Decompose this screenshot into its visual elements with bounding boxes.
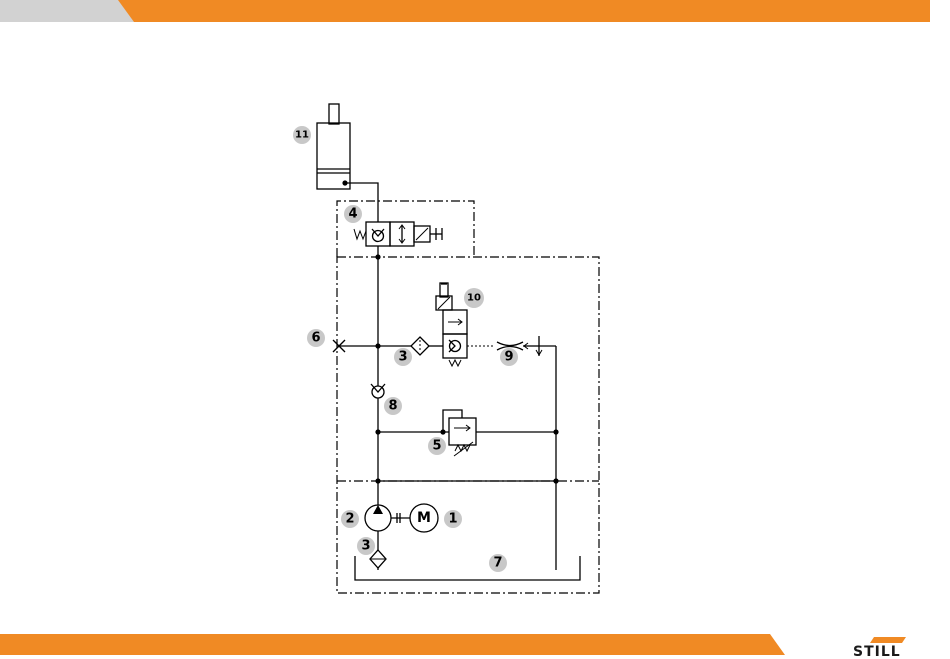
svg-text:4: 4	[348, 207, 357, 222]
line-filter-symbol	[411, 337, 429, 355]
svg-text:5: 5	[432, 439, 441, 454]
control-block-boundary	[337, 257, 599, 593]
label-pump: 2	[341, 510, 359, 528]
label-line-filter: 3	[394, 348, 412, 366]
tank-symbol	[355, 556, 580, 580]
label-check-valve: 8	[384, 397, 402, 415]
logo-orange-mark	[870, 637, 906, 643]
lowering-valve-symbol	[354, 222, 442, 246]
svg-text:11: 11	[295, 130, 309, 141]
motor-symbol: M	[410, 504, 438, 532]
label-relief-valve: 5	[428, 437, 446, 455]
label-solenoid-valve: 10	[464, 288, 484, 308]
check-valve-symbol	[371, 384, 385, 398]
still-logo: STILL	[853, 637, 906, 659]
label-throttle: 9	[500, 348, 518, 366]
cylinder-symbol	[317, 104, 350, 189]
motor-letter: M	[417, 510, 431, 526]
svg-text:6: 6	[311, 331, 320, 346]
svg-text:7: 7	[493, 556, 502, 571]
label-tank: 7	[489, 554, 507, 572]
label-cylinder: 11	[293, 126, 311, 144]
label-suction-filter: 3	[357, 537, 375, 555]
svg-text:3: 3	[398, 350, 407, 365]
svg-text:1: 1	[448, 512, 457, 527]
label-motor: 1	[444, 510, 462, 528]
suction-filter-symbol	[370, 550, 386, 570]
logo-text: STILL	[853, 644, 901, 659]
svg-text:10: 10	[467, 293, 481, 304]
footer-orange-band	[0, 634, 785, 655]
bottom-footer-bar: STILL	[0, 634, 950, 659]
label-valve-block: 4	[344, 205, 362, 223]
svg-text:8: 8	[388, 399, 397, 414]
relief-valve-symbol	[443, 410, 476, 456]
emergency-valve-symbol	[436, 283, 467, 366]
svg-text:2: 2	[345, 512, 354, 527]
junction-dots	[342, 180, 558, 483]
svg-text:3: 3	[361, 539, 370, 554]
svg-text:9: 9	[504, 350, 513, 365]
label-test-port: 6	[307, 329, 325, 347]
pump-symbol	[365, 505, 410, 531]
